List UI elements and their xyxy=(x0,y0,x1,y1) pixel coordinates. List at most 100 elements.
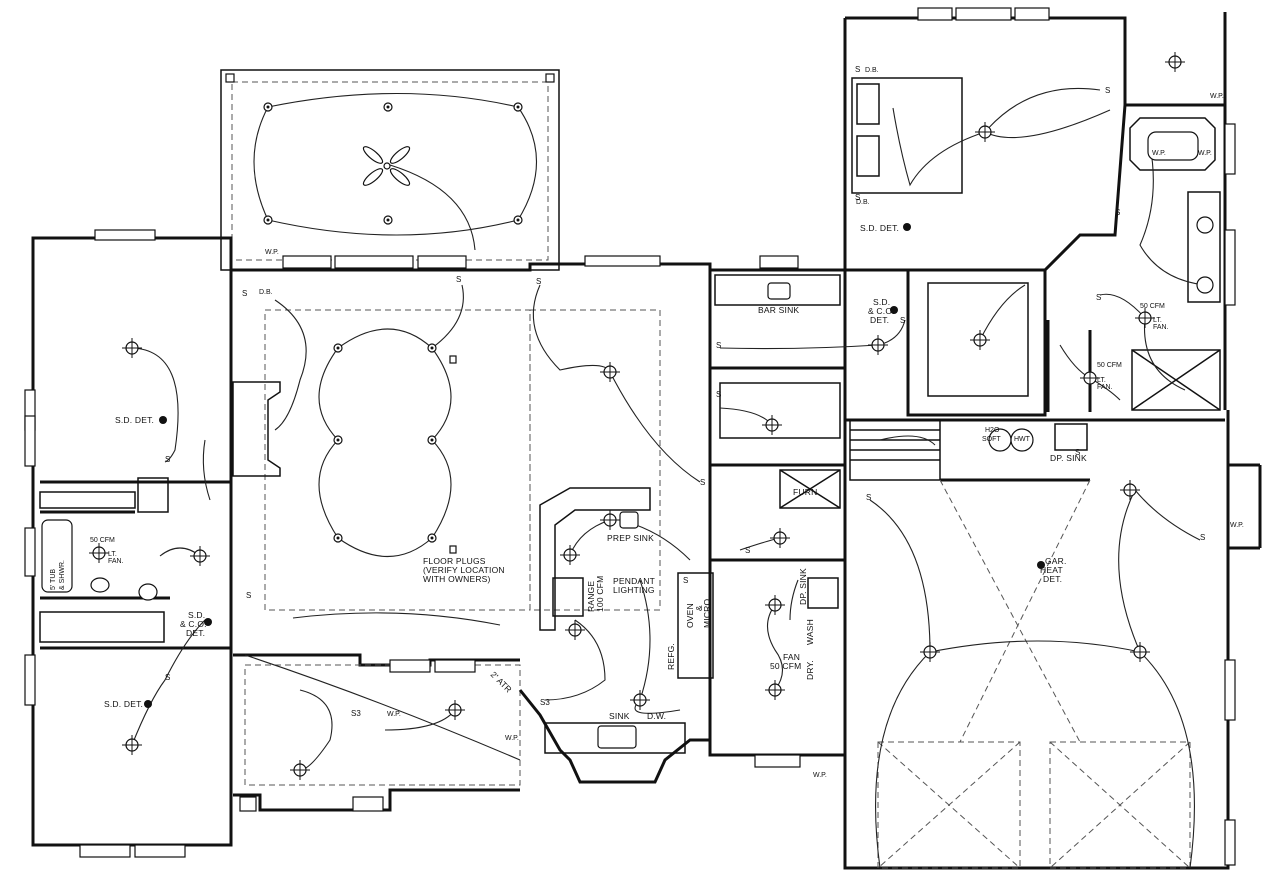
floor-plug-icon xyxy=(449,545,457,554)
wire xyxy=(929,640,1141,653)
cfm-bath-label: 50 CFM xyxy=(90,537,115,544)
sink-label: SINK xyxy=(609,711,630,721)
window xyxy=(955,7,1012,21)
window xyxy=(759,255,799,269)
sd-det-master-label: S.D. DET. xyxy=(860,223,899,233)
laundry-sink xyxy=(807,577,839,609)
furnace-x xyxy=(779,469,841,509)
h2o-soft-label: SOFT xyxy=(982,436,1001,443)
window xyxy=(1224,819,1236,866)
toilet-icon xyxy=(90,577,158,601)
switch-icon: S3 xyxy=(540,698,550,707)
tub-shwr-label: & SHWR. xyxy=(59,560,66,590)
ceiling-light-icon xyxy=(920,642,940,662)
pendant-label: LIGHTING xyxy=(613,585,655,595)
dp-sink-utility-label: DP. SINK xyxy=(1050,453,1087,463)
wire xyxy=(892,87,1101,187)
wire xyxy=(719,407,773,426)
switch-icon: S xyxy=(456,275,461,284)
dw-label: D.W. xyxy=(647,711,666,721)
sink-icon xyxy=(619,511,639,529)
window xyxy=(282,255,332,269)
hwt-label: HWT xyxy=(1014,436,1031,443)
ceiling-light-icon xyxy=(762,415,782,435)
atr-label: 2' ATR xyxy=(489,669,514,694)
switch-icon: S xyxy=(246,591,251,600)
window xyxy=(24,527,36,577)
floor-plugs-label: WITH OWNERS) xyxy=(423,574,491,584)
exhaust-fan-icon xyxy=(1080,368,1100,388)
pillow xyxy=(856,135,880,177)
wire xyxy=(719,319,906,350)
light-fixture-icon xyxy=(263,215,273,225)
wp-label: W.P. xyxy=(387,711,401,718)
closet-shelf xyxy=(39,491,136,509)
switch-icon: S xyxy=(700,478,705,487)
window xyxy=(24,654,36,706)
ceiling-light-icon xyxy=(445,700,465,720)
pantry xyxy=(708,366,847,467)
bar-counter xyxy=(714,274,841,306)
wire xyxy=(879,435,936,446)
ceiling-light-icon xyxy=(600,362,620,382)
cfm-master-label: FAN. xyxy=(1153,324,1169,331)
porch-post-icon xyxy=(225,73,235,83)
switch-icon: S xyxy=(716,341,721,350)
shower xyxy=(1131,349,1221,411)
ceiling-light-icon xyxy=(868,335,888,355)
cfm-master-label: LT. xyxy=(1153,317,1162,324)
sink-icon xyxy=(1147,131,1199,161)
smoke-detector-icon xyxy=(903,223,911,231)
cfm-bath-label: FAN. xyxy=(108,558,124,565)
sd-co-det-left-label: S.D. xyxy=(188,610,205,620)
wire xyxy=(1118,489,1141,653)
fireplace xyxy=(232,381,281,477)
oven-label: & xyxy=(694,605,704,611)
ceiling-light-icon xyxy=(970,330,990,350)
garage-door-left xyxy=(877,741,1021,869)
cfm-bath-label: LT. xyxy=(108,551,117,558)
sd-det-bed2-label: S.D. DET. xyxy=(104,699,143,709)
ceiling-light-icon xyxy=(765,595,785,615)
wire xyxy=(131,347,179,463)
h2o-soft-label: H2O xyxy=(985,427,1000,434)
walk-in-closet xyxy=(906,268,1047,417)
ceiling-light-icon xyxy=(600,510,620,530)
window xyxy=(917,7,953,21)
wire xyxy=(131,619,206,746)
window xyxy=(334,255,414,269)
switch-icon: S xyxy=(1105,86,1110,95)
pendant-label: PENDANT xyxy=(613,576,655,586)
lower-porch-dashed xyxy=(244,664,521,786)
wire xyxy=(1139,144,1206,286)
window xyxy=(79,844,131,858)
switch-icon: S xyxy=(165,455,170,464)
windows xyxy=(24,7,1236,866)
range-label: RANGE xyxy=(586,581,596,612)
wp-label: W.P. xyxy=(265,249,279,256)
ceiling-light-icon xyxy=(290,760,310,780)
light-fixture-icon xyxy=(427,435,437,445)
oven-label: MICRO xyxy=(702,598,712,628)
sd-co-det-label: S.D. xyxy=(873,297,890,307)
floor-plugs-label: FLOOR PLUGS xyxy=(423,556,486,566)
wp-label: W.P. xyxy=(1230,522,1244,529)
db-label: D.B. xyxy=(856,199,870,206)
wire xyxy=(1134,489,1201,541)
oven-label: OVEN xyxy=(685,603,695,628)
wire xyxy=(544,619,606,701)
gar-heat-label: GAR. xyxy=(1045,556,1067,566)
window xyxy=(389,659,431,673)
sd-det-bed1-label: S.D. DET. xyxy=(115,415,154,425)
window xyxy=(434,659,476,673)
window xyxy=(754,754,801,768)
master-top-wall xyxy=(845,12,1227,107)
light-fixture-icon xyxy=(383,215,393,225)
lower-porch-wall xyxy=(233,653,520,667)
ceiling-light-icon xyxy=(122,338,142,358)
wire xyxy=(869,499,931,653)
wire xyxy=(299,689,333,771)
shower-x xyxy=(1131,349,1221,411)
garage-diag xyxy=(1049,741,1191,869)
utility-sink xyxy=(1054,423,1088,451)
